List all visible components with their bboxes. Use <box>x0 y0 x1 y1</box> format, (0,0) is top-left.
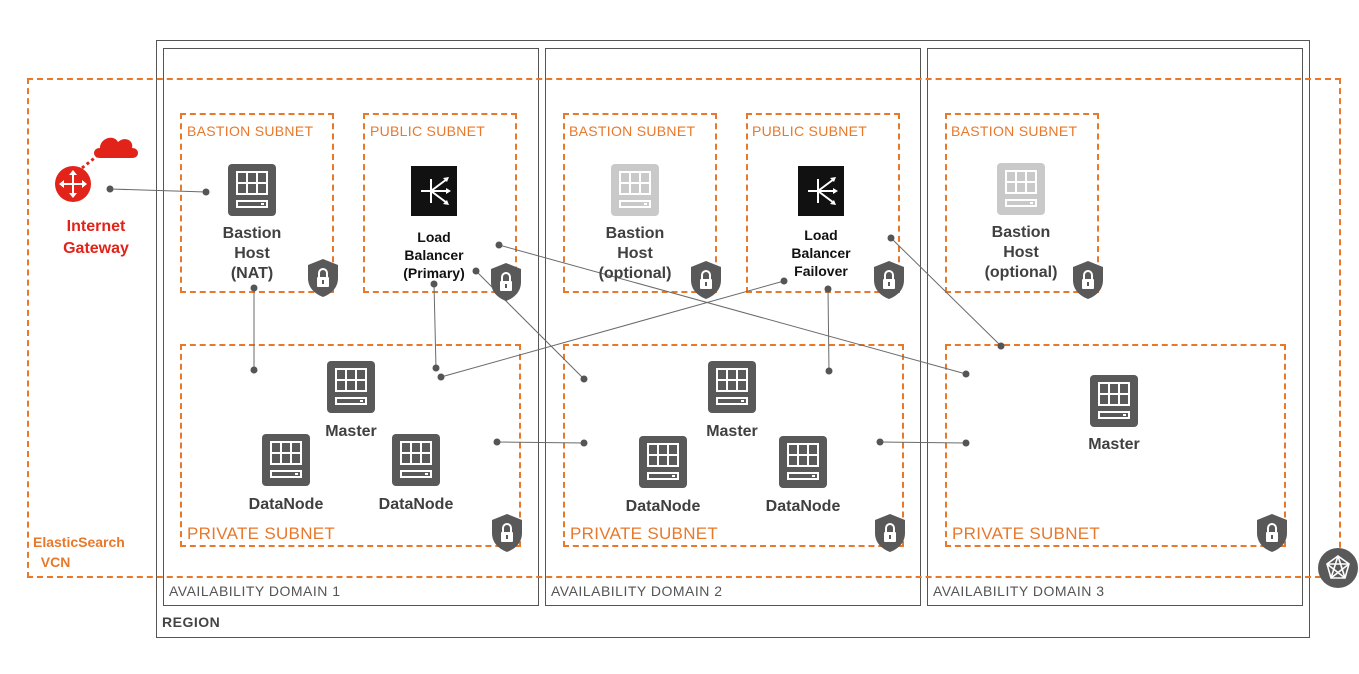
lock-shield-icon <box>308 259 338 297</box>
server-icon <box>1090 375 1138 427</box>
lock-shield-icon <box>691 261 721 299</box>
cloud-icon <box>81 137 138 170</box>
load-balancer-icon <box>798 166 844 216</box>
lock-shield-icon <box>492 514 522 552</box>
vcn-icon <box>1318 548 1358 588</box>
datanode-ad1-a-label: DataNode <box>248 496 324 513</box>
server-icon <box>639 436 687 488</box>
bastion-subnet-ad2 <box>563 113 717 293</box>
server-icon <box>327 361 375 413</box>
bastion-subnet-ad1 <box>180 113 334 293</box>
server-icon <box>392 434 440 486</box>
server-icon <box>779 436 827 488</box>
server-icon <box>611 164 659 216</box>
availability-domain-2-label: AVAILABILITY DOMAIN 2 <box>551 583 723 599</box>
private-subnet-ad3-label: PRIVATE SUBNET <box>952 524 1101 543</box>
load-balancer-ad1-label: Load Balancer (Primary) <box>403 229 465 281</box>
load-balancer-ad2-label: Load Balancer Failover <box>791 227 851 279</box>
bastion-subnet-ad3-label: BASTION SUBNET <box>951 123 1078 139</box>
private-subnet-ad2-label: PRIVATE SUBNET <box>570 524 719 543</box>
availability-domain-3 <box>927 48 1303 606</box>
master-ad1-label: Master <box>325 423 377 440</box>
datanode-ad1-b-label: DataNode <box>378 496 454 513</box>
bastion-host-ad1-label: Bastion Host (NAT) <box>222 225 282 282</box>
region-label: REGION <box>162 614 221 630</box>
datanode-ad2-b-label: DataNode <box>765 498 841 515</box>
bastion-host-ad3-label: Bastion Host (optional) <box>984 224 1058 281</box>
public-subnet-ad2-label: PUBLIC SUBNET <box>752 123 868 139</box>
lock-shield-icon <box>491 263 521 301</box>
public-subnet-ad1 <box>363 113 517 293</box>
lock-shield-icon <box>874 261 904 299</box>
availability-domain-2 <box>545 48 921 606</box>
datanode-ad2-a-label: DataNode <box>625 498 701 515</box>
private-subnet-ad3 <box>945 344 1286 547</box>
server-icon <box>262 434 310 486</box>
bastion-subnet-ad3 <box>945 113 1099 293</box>
public-subnet-ad1-label: PUBLIC SUBNET <box>370 123 486 139</box>
private-subnet-ad2 <box>563 344 904 547</box>
availability-domain-1 <box>163 48 539 606</box>
router-icon <box>55 166 91 202</box>
availability-domain-1-label: AVAILABILITY DOMAIN 1 <box>169 583 341 599</box>
bastion-subnet-ad1-label: BASTION SUBNET <box>187 123 314 139</box>
bastion-subnet-ad2-label: BASTION SUBNET <box>569 123 696 139</box>
lock-shield-icon <box>875 514 905 552</box>
internet-gateway-label: Internet Gateway <box>63 218 129 257</box>
private-subnet-ad1-label: PRIVATE SUBNET <box>187 524 336 543</box>
master-ad3-label: Master <box>1088 436 1140 453</box>
vcn-box <box>27 78 1341 578</box>
region-box <box>156 40 1310 638</box>
load-balancer-icon <box>411 166 457 216</box>
bastion-host-ad2-label: Bastion Host (optional) <box>598 225 672 282</box>
master-ad2-label: Master <box>706 423 758 440</box>
server-icon <box>708 361 756 413</box>
public-subnet-ad2 <box>746 113 900 293</box>
vcn-label: ElasticSearch VCN <box>33 534 125 570</box>
server-icon <box>997 163 1045 215</box>
lock-shield-icon <box>1257 514 1287 552</box>
server-icon <box>228 164 276 216</box>
lock-shield-icon <box>1073 261 1103 299</box>
private-subnet-ad1 <box>180 344 521 547</box>
availability-domain-3-label: AVAILABILITY DOMAIN 3 <box>933 583 1105 599</box>
